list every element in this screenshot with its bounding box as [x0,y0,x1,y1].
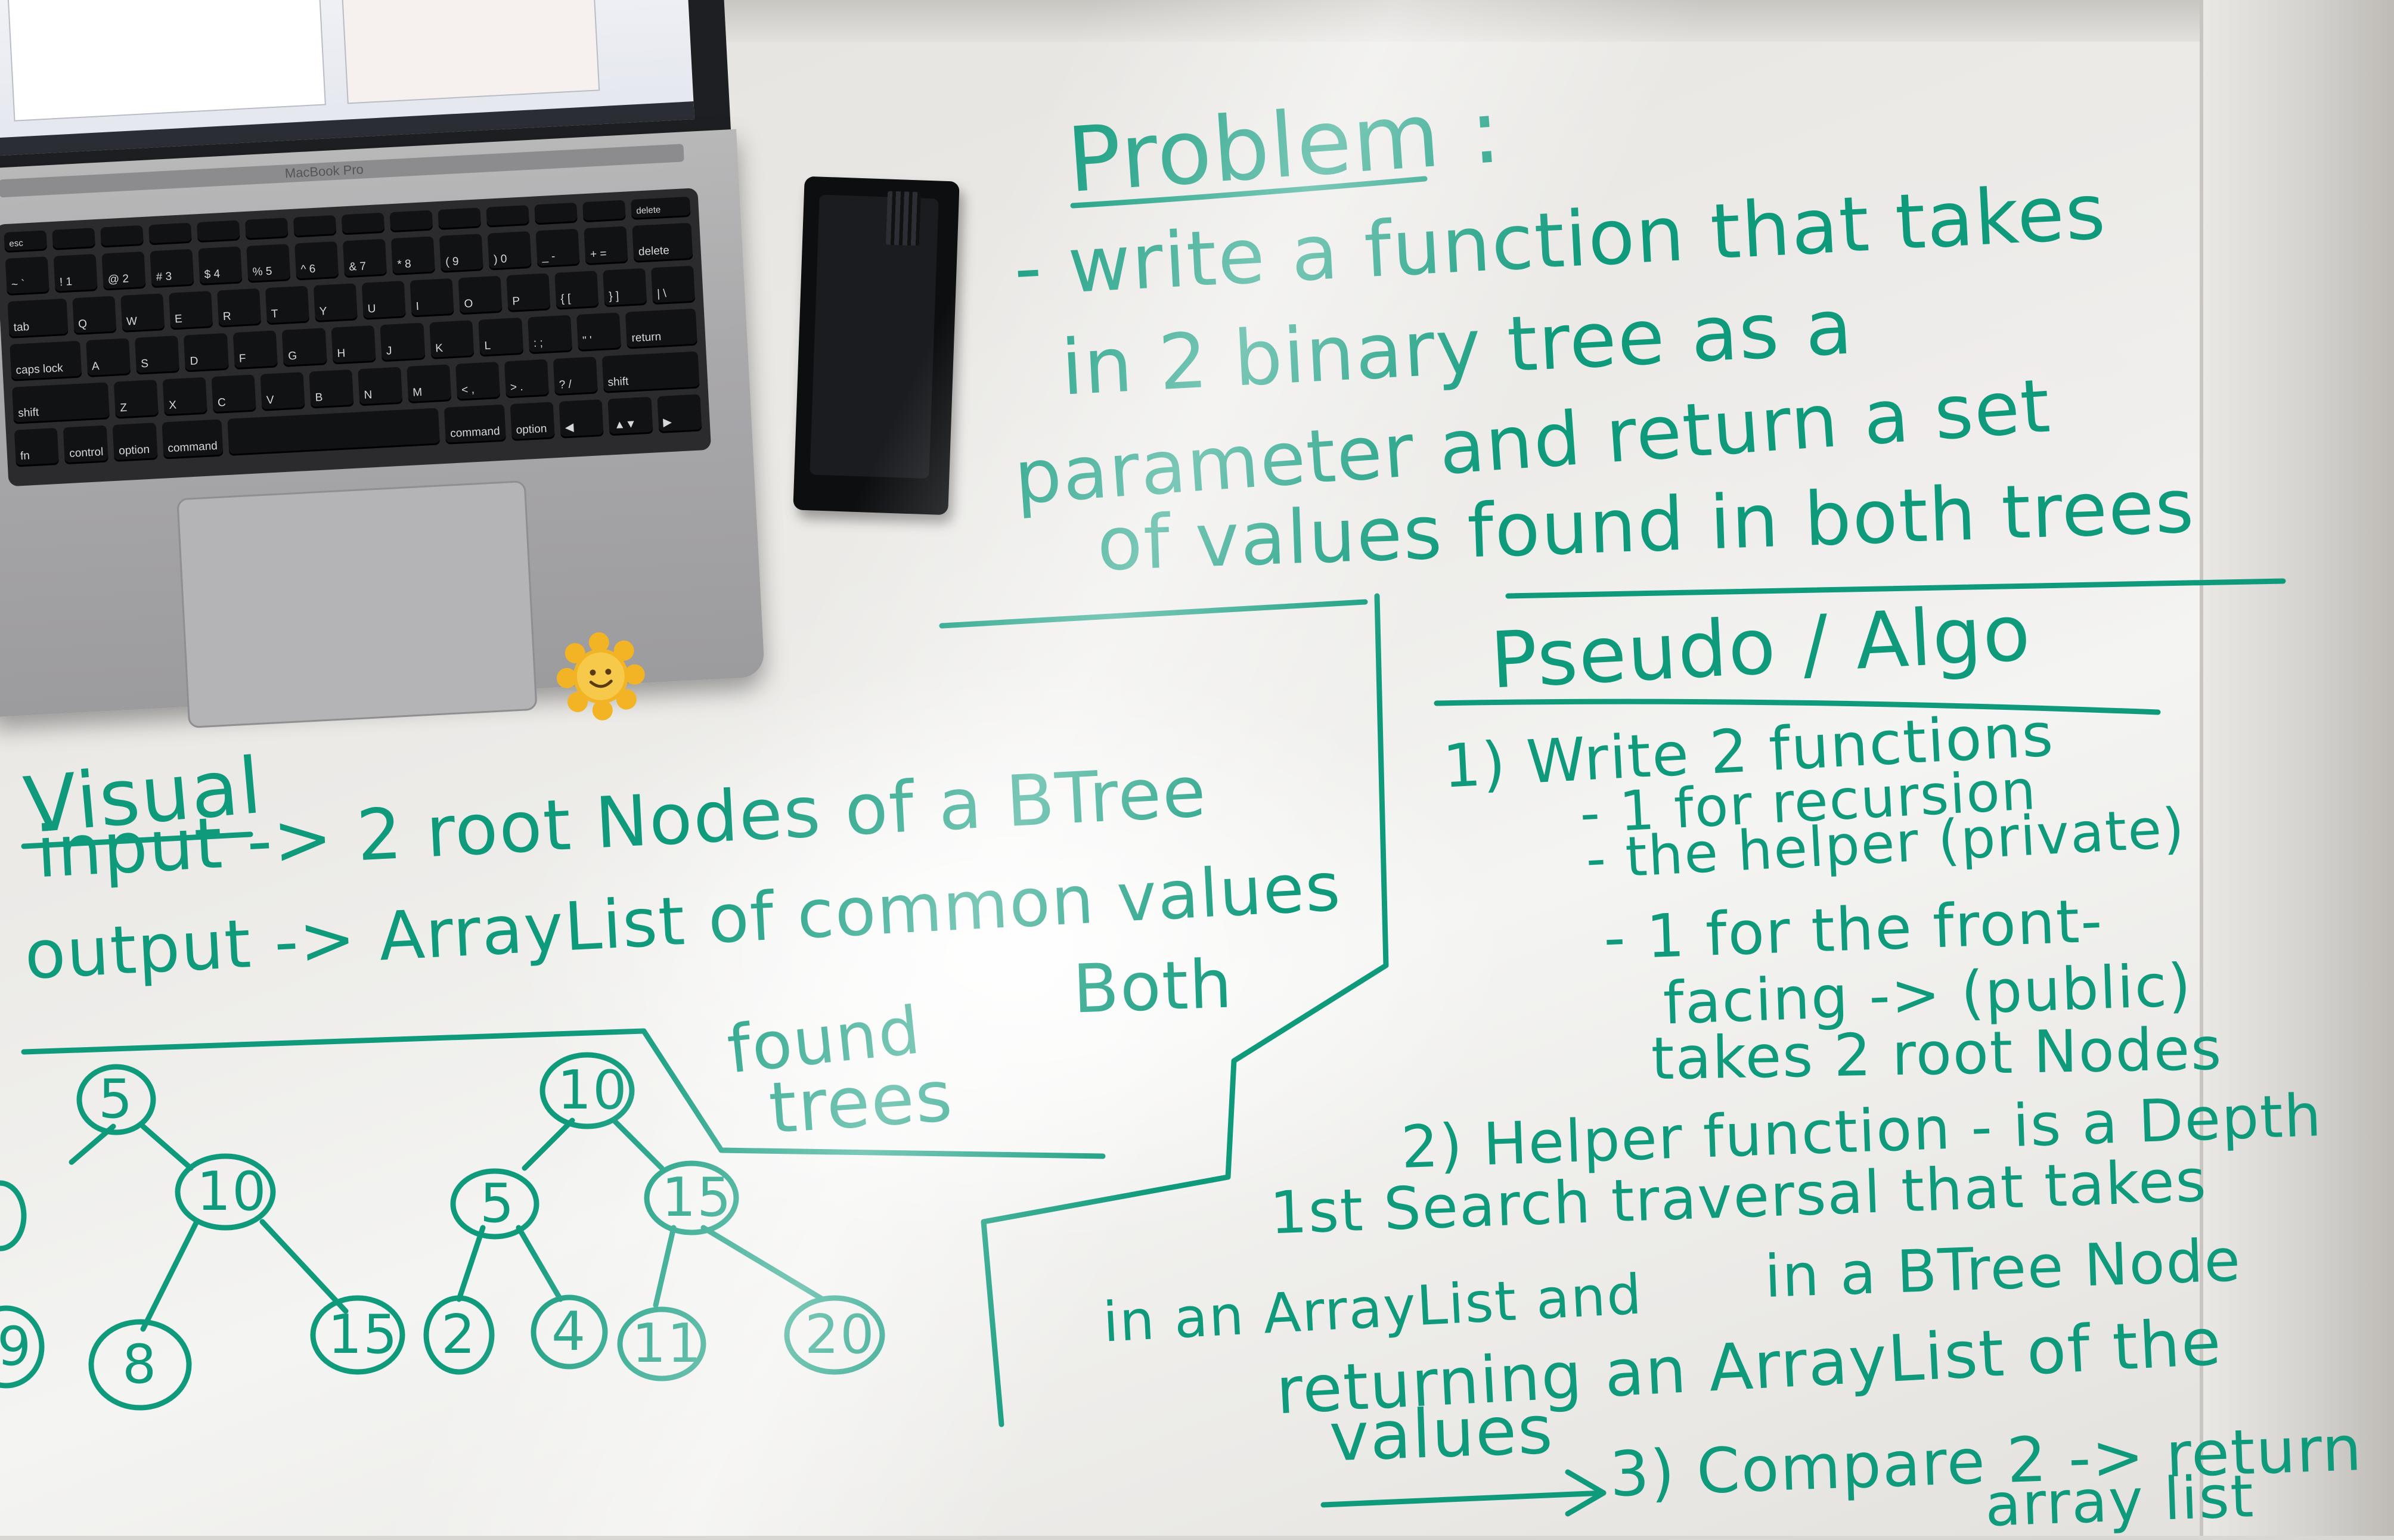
tree1-node: 15 [328,1303,399,1366]
pseudo-line: values [1328,1391,1555,1477]
tree2-node: 11 [632,1312,703,1375]
section-divider [1505,578,2286,599]
visual-line: trees [766,1054,956,1150]
tree2-node: 15 [662,1166,733,1229]
pseudo-line: takes 2 root Nodes [1651,1015,2224,1094]
tree1-node: 10 [197,1160,268,1223]
visual-line: Both [1071,945,1235,1029]
tree2-node: 20 [805,1303,876,1366]
arrow-icon [1320,1469,1607,1517]
tree2-node: 5 [480,1172,516,1235]
section-divider [939,599,1368,629]
section-divider-vertical [981,593,1389,1427]
trees-bracket [21,1028,1106,1159]
pseudo-line: array list [1984,1463,2256,1540]
tree1-node: 5 [98,1068,134,1131]
pseudo-line: in a BTree Node [1763,1227,2243,1311]
whiteboard-right-frame [2200,0,2394,1536]
tree1-node: 8 [122,1333,158,1396]
problem-underline [1070,176,1428,209]
tree2-node: 2 [441,1303,477,1366]
tree1-node: 9 [0,1315,33,1378]
laptop-base: MacBook Pro esc delete ~ ` ! 1 @ 2 # 3 $… [0,129,765,729]
sun-sticker-icon [556,632,645,721]
tree2-node: 10 [557,1059,628,1122]
pseudo-underline [1434,698,2161,715]
whiteboard-top-frame [703,0,2200,42]
tree2-node: 4 [551,1300,587,1363]
visual-underline [21,831,253,849]
